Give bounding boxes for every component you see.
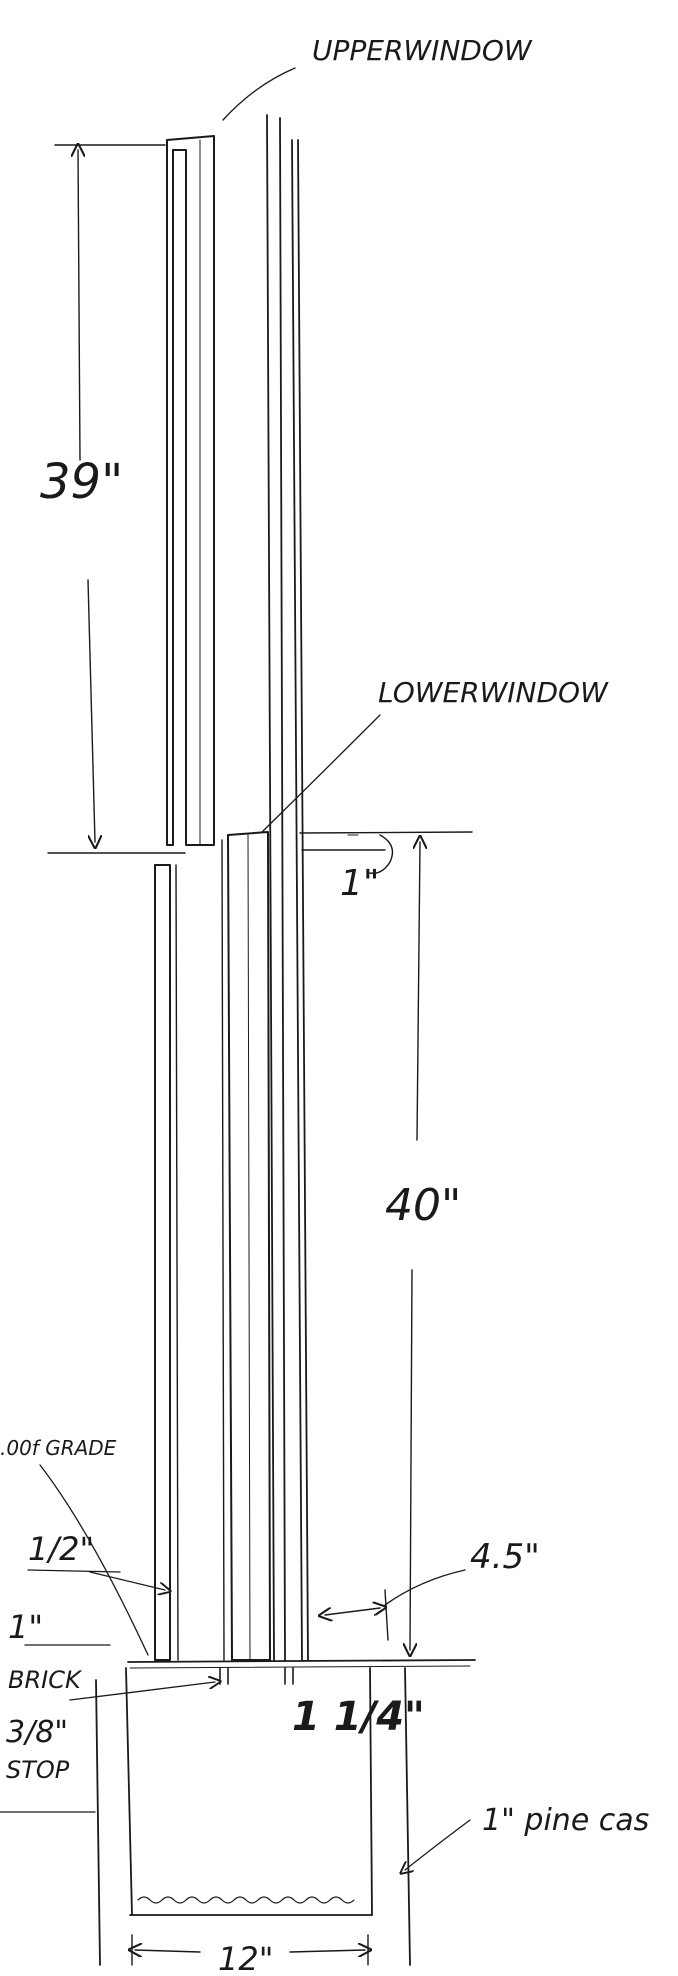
dimension-39	[47, 145, 186, 854]
lower-window-sash	[154, 831, 271, 1661]
left-leaders	[0, 1464, 215, 1813]
dimension-39-label: 39"	[40, 454, 123, 510]
sill-and-case	[95, 1659, 476, 1966]
upper-window-sash	[166, 135, 215, 846]
dimension-40	[410, 842, 420, 1650]
upper-window-leader	[222, 67, 296, 121]
lower-window-leader	[261, 714, 381, 833]
top-1-inch-label: 1"	[340, 863, 379, 904]
window-frame-lines	[266, 114, 309, 1661]
lower-window-label: LOWERWINDOW	[378, 676, 609, 709]
brick-1-inch-label: 1"	[8, 1608, 43, 1646]
pine-case-leader	[405, 1819, 471, 1870]
stop-ticks	[219, 1667, 294, 1685]
brick-label: BRICK	[8, 1666, 83, 1694]
half-inch-label: 1/2"	[28, 1530, 94, 1568]
three-eighths-label: 3/8"	[6, 1715, 68, 1750]
pine-case-label: 1" pine cas	[482, 1803, 649, 1838]
top-1-inch-detail	[299, 831, 473, 874]
of-grade-label: .00f GRADE	[0, 1436, 117, 1460]
dimension-4-5	[325, 1569, 466, 1641]
upper-window-label: UPPERWINDOW	[312, 34, 533, 67]
dimension-12	[132, 1934, 368, 1966]
dimension-40-label: 40"	[385, 1180, 461, 1231]
dimension-4-5-label: 4.5"	[470, 1537, 540, 1577]
one-quarter-label: 1 1/4"	[292, 1694, 425, 1740]
stop-label: STOP	[6, 1756, 70, 1784]
dimension-12-label: 12"	[218, 1940, 273, 1976]
